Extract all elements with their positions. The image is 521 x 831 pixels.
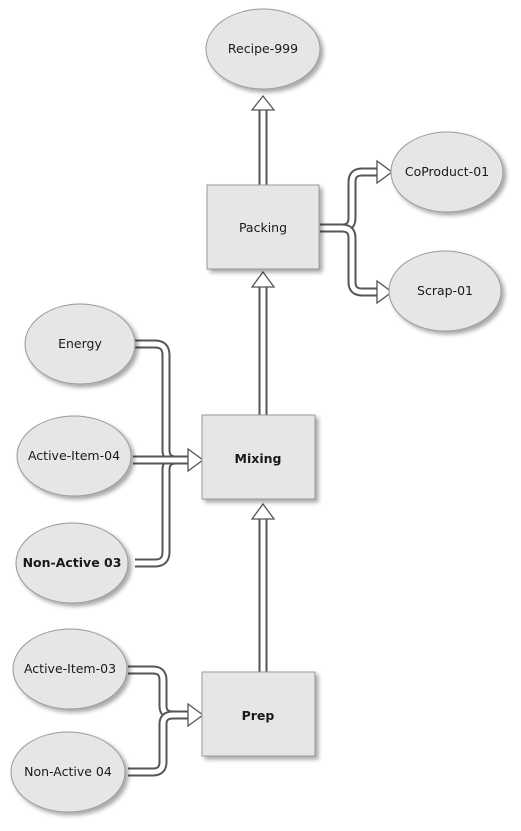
arrowhead [250, 270, 276, 288]
edge-packing-to-recipe [250, 94, 276, 185]
node-scrap-01[interactable] [388, 250, 502, 332]
node-active-item-04-label: Active-Item-04 [28, 448, 120, 463]
node-recipe-999-label: Recipe-999 [228, 41, 298, 56]
node-energy-label: Energy [58, 336, 102, 351]
node-coproduct-01[interactable] [390, 131, 504, 213]
node-mixing[interactable] [201, 414, 316, 500]
node-non-active-04[interactable] [10, 731, 126, 813]
node-packing-label: Packing [239, 220, 287, 235]
edge-non-active-04-to-prep [128, 702, 205, 777]
node-non-active-03[interactable] [15, 522, 129, 604]
nodes: Recipe-999 Packing CoProduct-01 Scrap-01… [10, 8, 504, 813]
node-active-item-04[interactable] [16, 415, 132, 497]
node-coproduct-01-label: CoProduct-01 [405, 164, 489, 179]
edge-active-item-04-to-mixing [133, 447, 205, 473]
edge-active-item-03-to-prep [128, 665, 188, 720]
node-active-item-03[interactable] [12, 628, 128, 710]
arrowhead [376, 279, 394, 305]
edge-packing-to-coproduct [320, 159, 394, 233]
arrowhead [376, 159, 394, 185]
node-active-item-03-label: Active-Item-03 [24, 661, 116, 676]
node-energy[interactable] [24, 303, 136, 385]
edge-non-active-03-to-mixing [135, 455, 188, 568]
edge-energy-to-mixing [135, 339, 188, 465]
edge-mixing-to-packing [250, 270, 276, 415]
edge-packing-to-scrap [320, 223, 394, 305]
edge-prep-to-mixing [250, 502, 276, 672]
arrowhead [250, 502, 276, 520]
node-scrap-01-label: Scrap-01 [417, 283, 473, 298]
node-mixing-label: Mixing [235, 451, 282, 466]
arrowhead [250, 94, 276, 111]
arrowhead [187, 702, 205, 728]
node-packing[interactable] [206, 184, 320, 270]
node-non-active-03-label: Non-Active 03 [23, 555, 122, 570]
connectors [128, 94, 394, 777]
node-recipe-999[interactable] [205, 8, 321, 90]
node-non-active-04-label: Non-Active 04 [24, 764, 112, 779]
node-prep[interactable] [201, 671, 316, 757]
node-prep-label: Prep [242, 708, 275, 723]
arrowhead [187, 447, 205, 473]
